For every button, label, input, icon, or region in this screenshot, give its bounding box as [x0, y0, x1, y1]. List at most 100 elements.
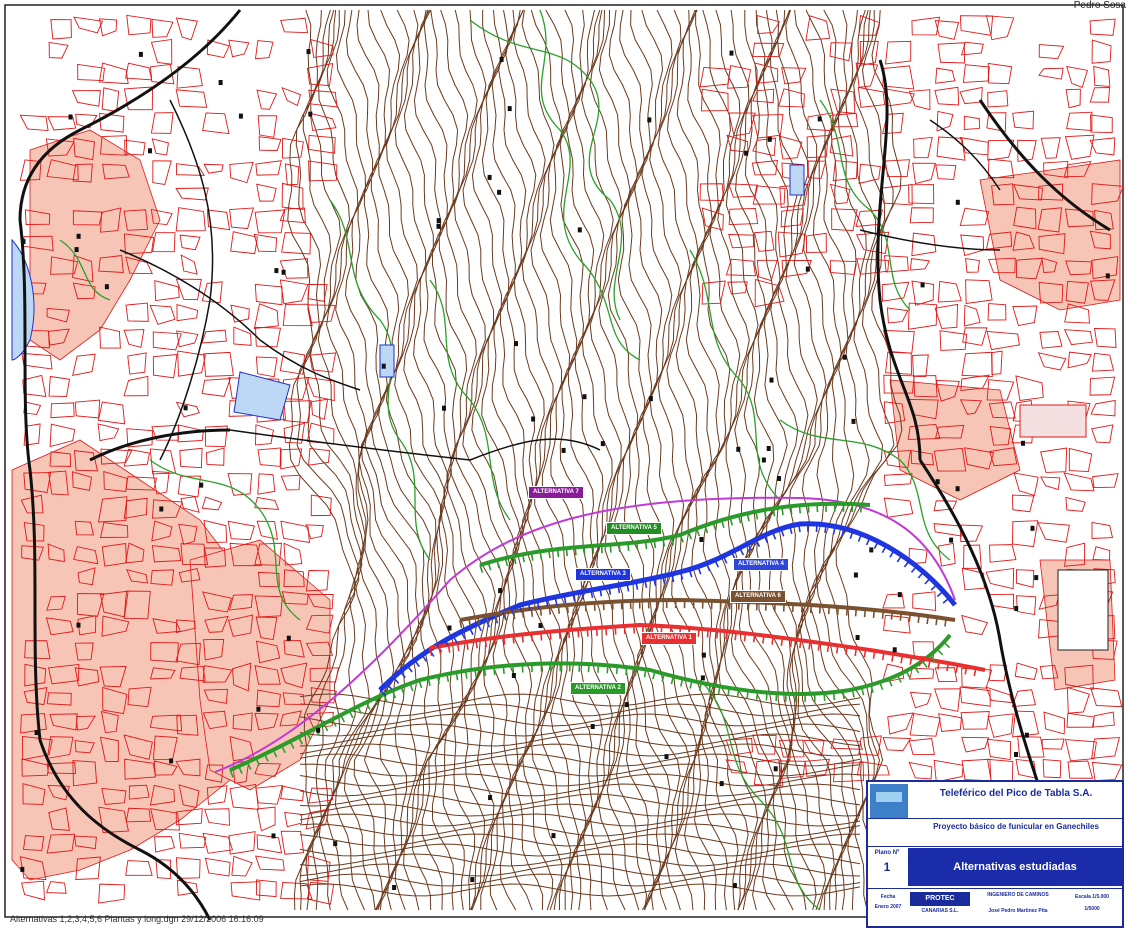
spot-height-marker [551, 833, 556, 839]
parcel [1067, 760, 1094, 779]
parcel [203, 688, 228, 704]
parcel [99, 665, 127, 688]
parcel [1091, 761, 1123, 782]
parcel [99, 326, 121, 349]
route-tick [910, 565, 918, 573]
contour-line [299, 883, 861, 897]
parcel [206, 209, 231, 231]
parcel [911, 16, 941, 36]
route-tick [800, 604, 803, 613]
route-tick [687, 531, 693, 540]
parcel [257, 473, 276, 495]
parcel [305, 376, 335, 402]
spot-height-marker [183, 405, 188, 411]
parcel [127, 686, 152, 708]
route-tick [695, 528, 701, 537]
route-tick [679, 571, 684, 580]
parcel [175, 808, 203, 826]
parcel [987, 158, 1015, 179]
contour-line [623, 9, 655, 911]
parcel [987, 303, 1007, 321]
parcel [21, 880, 45, 901]
parcel [23, 423, 41, 446]
parcel [858, 735, 882, 756]
route-tick [379, 689, 387, 697]
parcel [701, 207, 724, 231]
route-tick [865, 537, 871, 546]
parcel [1038, 67, 1064, 80]
parcel [935, 164, 957, 180]
parcel [751, 160, 778, 176]
parcel [127, 352, 147, 375]
parcel [255, 356, 278, 378]
parcel [255, 326, 281, 348]
route-tick [755, 511, 759, 520]
parcel [20, 494, 44, 514]
parcel [47, 543, 65, 563]
parcel [1091, 521, 1114, 539]
parcel [1091, 39, 1112, 64]
parcel [986, 738, 1012, 761]
spot-height-marker [761, 457, 766, 463]
route-tick [527, 602, 531, 611]
parcel [1091, 711, 1115, 728]
parcel [960, 41, 984, 56]
parcel [1094, 209, 1114, 231]
parcel [179, 447, 203, 469]
contour-line [793, 9, 843, 911]
route-tick [889, 549, 895, 558]
route-tick [905, 670, 911, 679]
parcel [256, 89, 278, 110]
parcel [175, 89, 208, 108]
parcel [149, 304, 176, 325]
contour-line [480, 9, 522, 910]
contour-line [604, 9, 640, 911]
route-tick [823, 693, 826, 702]
parcel [884, 159, 911, 177]
route-tick [872, 650, 876, 659]
parcel [1039, 331, 1063, 349]
parcel [907, 302, 938, 330]
parcel [254, 595, 283, 618]
parcel [128, 784, 150, 800]
route-tick [297, 736, 304, 745]
parcel [23, 686, 48, 706]
parcel [1090, 279, 1116, 301]
parcel [150, 112, 174, 134]
contour-line [712, 10, 759, 911]
route-tick [635, 581, 639, 590]
route-tick [680, 678, 684, 687]
route-tick [891, 653, 894, 662]
route-tick [746, 690, 749, 699]
road-lines-thin [119, 99, 1001, 461]
spot-height-marker [34, 730, 39, 735]
parcel [728, 112, 756, 137]
parcel [281, 591, 309, 605]
parcel [175, 17, 198, 41]
route-tick [890, 611, 894, 620]
parcel [1043, 160, 1069, 179]
parcel [46, 596, 66, 611]
parcel [833, 762, 865, 783]
parcel [45, 617, 74, 636]
parcel [935, 379, 960, 402]
spot-height-marker [590, 724, 595, 729]
contour-lines [287, 9, 903, 911]
parcel [126, 568, 149, 584]
route-tick [540, 632, 543, 641]
parcel [1012, 710, 1040, 738]
parcel [960, 711, 990, 730]
route-tick [357, 706, 363, 714]
plan-number-label: Plano Nº [874, 850, 900, 856]
parcel [152, 160, 172, 185]
route-tick [771, 531, 777, 540]
spot-height-marker [842, 354, 847, 360]
parcel [1091, 183, 1124, 205]
parcel [985, 15, 1015, 41]
parcel [831, 208, 858, 232]
parcel [256, 834, 283, 854]
contour-line [317, 9, 371, 911]
parcel [1064, 664, 1094, 690]
parcel [987, 257, 1016, 274]
parcel [204, 764, 224, 783]
